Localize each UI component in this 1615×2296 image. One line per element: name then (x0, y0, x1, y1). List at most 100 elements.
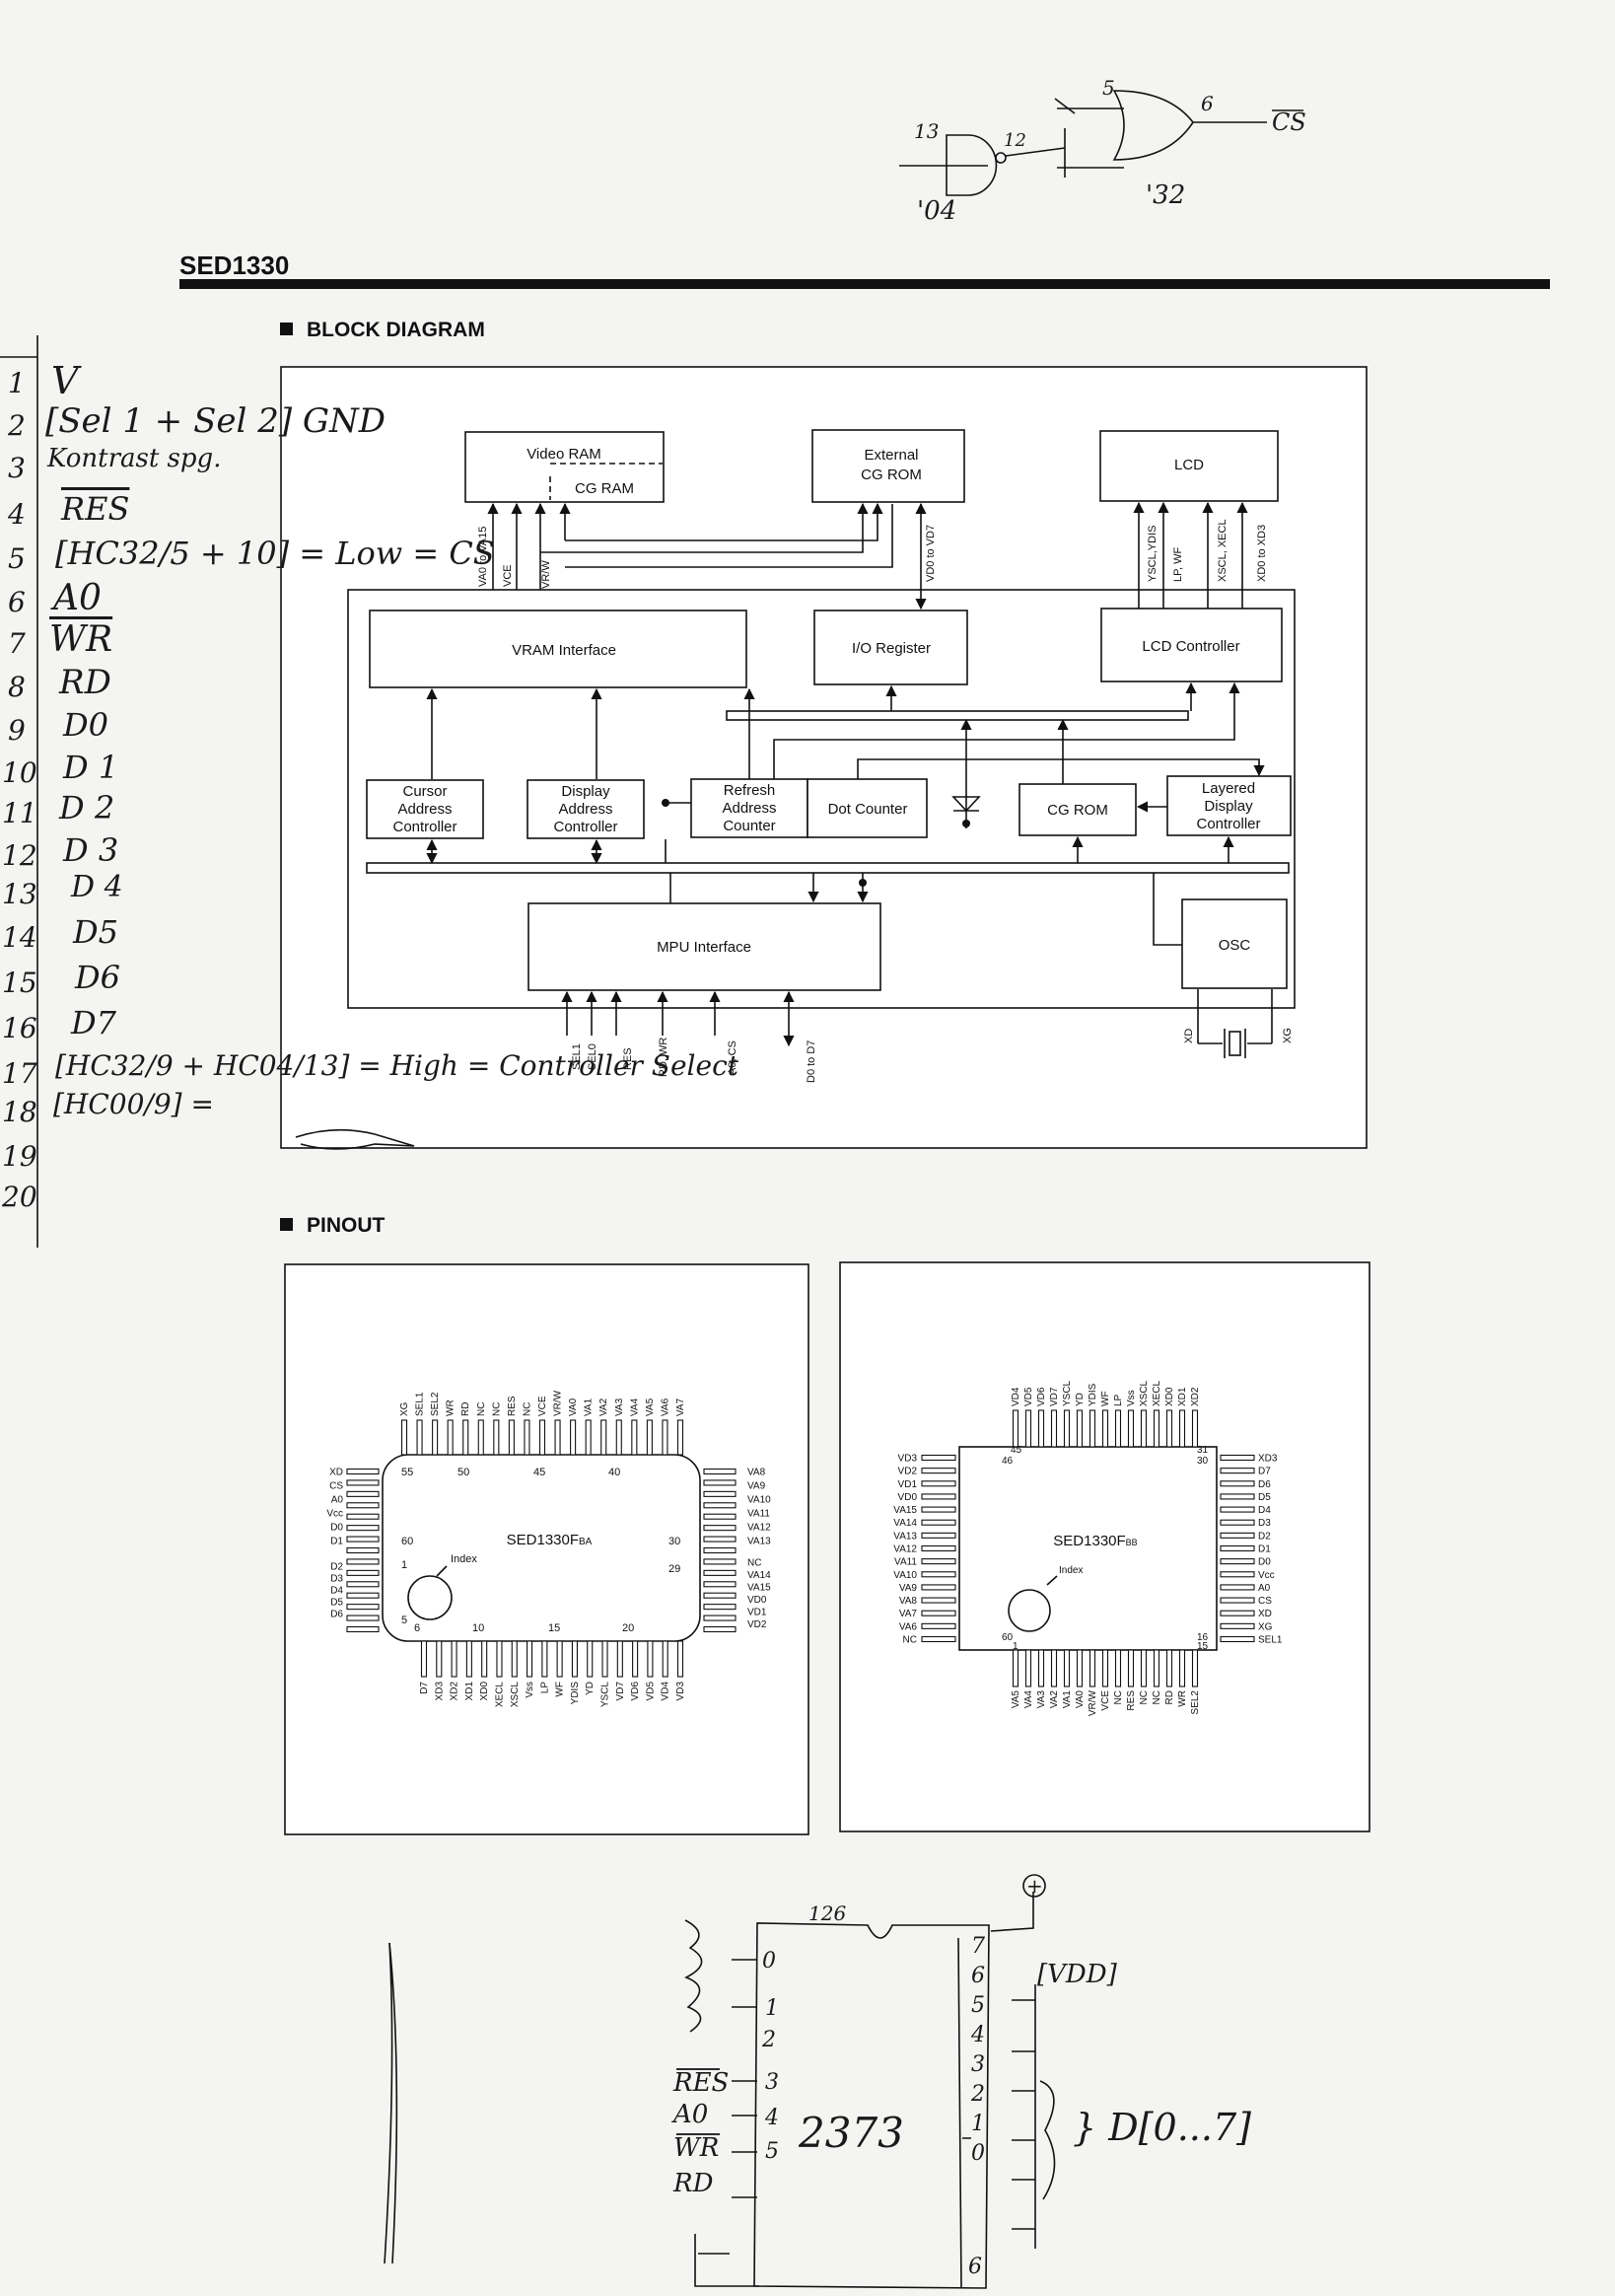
chip-left-signal-label: WR (673, 2133, 719, 2163)
pin-label: RES (1126, 1690, 1137, 1711)
pin-lead (420, 1640, 428, 1678)
pinout-heading-text: PINOUT (307, 1214, 386, 1237)
handwritten-pin-note: WR (49, 619, 113, 660)
pin-lead (1220, 1544, 1255, 1552)
pin-lead (493, 1419, 500, 1456)
pin-label: WR (446, 1399, 456, 1416)
data-bus-label: } D[0...7] (1073, 2106, 1251, 2149)
video-ram-label: Video RAM (527, 446, 601, 463)
pin-lead (1063, 1649, 1071, 1687)
pin-label: D0 (330, 1523, 343, 1534)
pin-lead (496, 1640, 503, 1678)
handwritten-pin-table (0, 335, 38, 1248)
right-chip-index-label: Index (1059, 1565, 1083, 1576)
pin-lead (346, 1546, 380, 1554)
layered-label-2: Display (1204, 798, 1253, 815)
left-num-29: 29 (668, 1563, 680, 1575)
right-num-30: 30 (1197, 1456, 1209, 1467)
pin-label: VA9 (747, 1481, 766, 1492)
document-title: SED1330 (179, 251, 290, 280)
pin-label: D2 (330, 1562, 343, 1573)
pin-label: NC (903, 1635, 917, 1646)
pin-label: VCE (537, 1396, 548, 1416)
cg-ram-dashed-border (549, 463, 663, 500)
pin-lead (1220, 1635, 1255, 1643)
pin-lead (1178, 1409, 1186, 1448)
pin-label: VD0 (898, 1492, 918, 1503)
pin-lead (1101, 1649, 1109, 1687)
pin-lead (1220, 1506, 1255, 1513)
pin-label: VA11 (894, 1557, 917, 1568)
pin-label: SEL2 (430, 1392, 441, 1416)
pin-label: D0 (1258, 1557, 1271, 1568)
handwritten-pin-note: D7 (71, 1004, 117, 1041)
pin-lead (346, 1479, 380, 1486)
handwritten-pin-number: 5 (8, 542, 26, 575)
pin-lead (585, 1419, 592, 1456)
pin-lead (346, 1525, 380, 1532)
pin-label: D6 (330, 1610, 343, 1620)
right-chip-body (958, 1446, 1218, 1651)
pin-lead (1165, 1409, 1173, 1448)
refresh-address-label-3: Counter (723, 818, 775, 834)
chip-right-pin-number: 7 (971, 1934, 985, 1959)
pin-label: WR (1177, 1690, 1188, 1707)
left-chip-side-leads (346, 1468, 737, 1633)
pin-label: Vss (1126, 1390, 1137, 1406)
pin-label: VA7 (675, 1398, 686, 1416)
pin-label: VA7 (899, 1609, 918, 1619)
external-cg-rom-line2: CG ROM (861, 466, 922, 483)
handwritten-pin-note: D 1 (63, 749, 119, 786)
handwritten-pin-note: Kontrast spg. (47, 444, 222, 473)
pin-lead (1140, 1409, 1148, 1448)
handwritten-pin-note: [Sel 1 + Sel 2] GND (45, 401, 386, 441)
pin-label: XSCL (510, 1682, 521, 1708)
left-num-5: 5 (401, 1614, 407, 1626)
pin-label: XECL (494, 1682, 505, 1708)
handwritten-pin-note: D 4 (71, 870, 123, 904)
right-num-31: 31 (1197, 1445, 1209, 1456)
pin-label: VA12 (893, 1544, 917, 1555)
pin-lead (616, 1640, 623, 1678)
pin-lead (527, 1640, 533, 1678)
square-bullet-icon (280, 323, 293, 335)
pin-lead (587, 1640, 594, 1678)
pin-label: VA4 (1023, 1690, 1034, 1709)
left-chip-top-leads (400, 1419, 684, 1456)
chip-right-pin-number: 3 (971, 2052, 985, 2077)
pin-lead (346, 1581, 380, 1588)
cursor-address-controller-block (366, 779, 484, 839)
pin-label: VA1 (584, 1398, 595, 1416)
pin-label: SEL2 (1190, 1690, 1201, 1715)
lcd-controller-label: LCD Controller (1142, 638, 1239, 655)
handwritten-pin-number: 16 (2, 1012, 37, 1044)
handwritten-pin-number: 7 (8, 627, 26, 660)
handwritten-pin-number: 13 (2, 878, 37, 910)
pin-label: SEL1 (1258, 1635, 1283, 1646)
pin-lead (1101, 1409, 1109, 1448)
pin-lead (346, 1625, 380, 1633)
pin-lead (703, 1502, 737, 1509)
pin-lead (615, 1419, 622, 1456)
pin-lead (400, 1419, 408, 1456)
handwritten-pin-note: RES (61, 490, 130, 528)
handwritten-pin-number: 10 (2, 756, 37, 789)
pin-label: A0 (1258, 1583, 1271, 1594)
display-address-label-1: Display (561, 783, 610, 800)
left-num-6: 6 (414, 1622, 420, 1634)
pin-lead (477, 1419, 484, 1456)
pin-label: VA4 (629, 1398, 640, 1416)
pin-lead (921, 1635, 956, 1643)
right-num-60: 60 (1002, 1632, 1014, 1643)
pin-label: WF (555, 1682, 566, 1697)
pin-label: XD2 (450, 1682, 460, 1701)
pin-lead (703, 1536, 737, 1543)
right-num-46: 46 (1002, 1456, 1014, 1467)
pin-label: VD5 (645, 1682, 656, 1701)
handwritten-pin-note: V (51, 359, 79, 402)
osc-label: OSC (1219, 937, 1251, 954)
pin-lead (703, 1592, 737, 1599)
res-signal-label: RES (622, 1047, 634, 1070)
handwritten-pin-note: [HC32/9 + HC04/13] = High = Controller S… (55, 1049, 738, 1082)
